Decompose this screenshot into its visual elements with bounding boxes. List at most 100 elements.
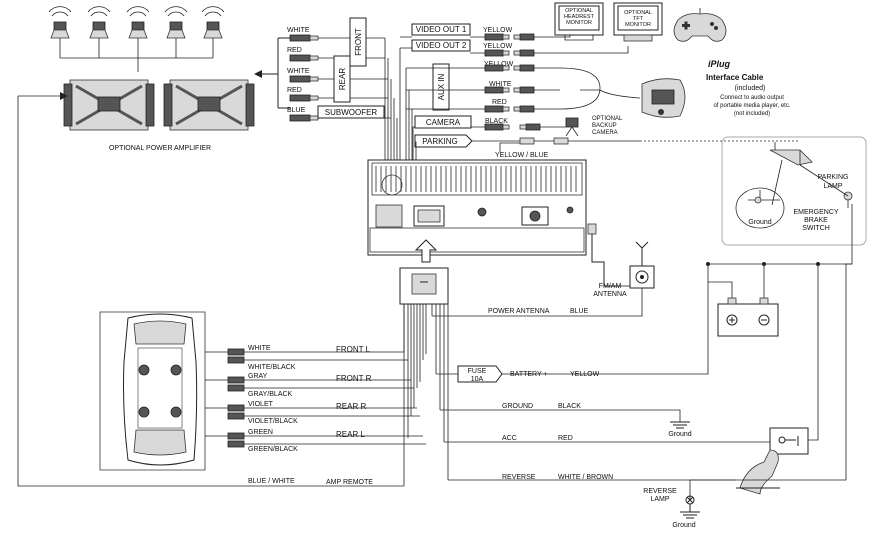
parking-label-box [414, 134, 473, 148]
reverse-color: WHITE / BROWN [558, 474, 613, 481]
svg-text:TFT: TFT [633, 16, 644, 22]
video-out-1-label: VIDEO OUT 1 [416, 25, 467, 34]
speaker-connectors [227, 348, 245, 448]
speaker-icon [87, 6, 111, 39]
video-out-1-color: YELLOW [483, 27, 513, 34]
video-out-2-box [411, 39, 471, 52]
parking-label: PARKING [422, 137, 457, 146]
car-top-view [99, 311, 206, 471]
parking-lamp-line: PARKING [818, 174, 849, 181]
preamp-wire-label: WHITE [287, 68, 310, 75]
svg-text:MONITOR: MONITOR [625, 22, 651, 28]
rear-label: REAR [338, 68, 347, 90]
battery-color: YELLOW [570, 371, 600, 378]
amp-remote-color: BLUE / WHITE [248, 478, 295, 485]
video-out-1-box [411, 23, 471, 36]
gamepad-icon [673, 8, 727, 42]
speaker-wire-neg: GRAY/BLACK [248, 391, 293, 398]
parking-ground-label: Ground [748, 219, 771, 226]
headrest-monitor: OPTIONAL HEADREST MONITOR [554, 2, 604, 41]
brake-switch-line: BRAKE [804, 217, 828, 224]
antenna-icon [629, 241, 655, 289]
front-right-speaker-icon [170, 364, 182, 376]
aux-wire-label: RED [492, 99, 507, 106]
reverse-lamp-line: REVERSE [643, 488, 677, 495]
svg-text:OPTIONAL: OPTIONAL [624, 10, 652, 16]
iplug-brand: iPlug [708, 59, 731, 69]
svg-text:MONITOR: MONITOR [566, 20, 592, 26]
camera-optional-line: BACKUP [592, 123, 617, 129]
interface-note-line: (not included) [734, 111, 770, 117]
preamp-wire-label: BLUE [287, 107, 306, 114]
front-label-box [349, 17, 367, 67]
fuse-line: 10A [471, 376, 484, 383]
speaker-icon [201, 6, 225, 39]
speaker-wire-pos: GRAY [248, 373, 268, 380]
acc-label: ACC [502, 435, 517, 442]
speaker-channel-label: REAR R [336, 402, 366, 411]
ignition-switch-icon [769, 427, 809, 455]
reverse-lamp-icon [680, 495, 700, 519]
power-antenna-label: POWER ANTENNA [488, 308, 550, 315]
camera-optional-line: CAMERA [592, 130, 618, 136]
video-out-2-color: YELLOW [483, 43, 513, 50]
preamp-rca-group: WHITE RED WHITE RED BLUE [287, 27, 310, 114]
ground-color: BLACK [558, 403, 581, 410]
acc-color: RED [558, 435, 573, 442]
power-amplifier-left [63, 79, 155, 131]
interface-note-line: of portable media player, etc. [713, 103, 790, 109]
speaker-wire-pos: WHITE [248, 345, 271, 352]
interface-cable-title: Interface Cable [706, 73, 764, 82]
external-speaker-icons [48, 6, 225, 39]
amplifier-caption: OPTIONAL POWER AMPLIFIER [109, 145, 211, 152]
speaker-channel-label: FRONT L [336, 345, 371, 354]
brake-switch-line: EMERGENCY [793, 209, 838, 216]
antenna-line: ANTENNA [593, 291, 627, 298]
front-label: FRONT [354, 28, 363, 56]
fuse-box [457, 365, 503, 383]
speaker-wire-neg: GREEN/BLACK [248, 446, 298, 453]
camera-color: BLACK [485, 118, 508, 125]
subwoofer-label: SUBWOOFER [325, 108, 378, 117]
speaker-channel-label: REAR L [336, 430, 365, 439]
reverse-lamp-line: LAMP [650, 496, 669, 503]
rear-label-box [333, 55, 351, 103]
preamp-wire-label: RED [287, 87, 302, 94]
svg-text:HEADREST: HEADREST [564, 14, 595, 20]
speaker-wire-pos: VIOLET [248, 401, 274, 408]
speaker-wire-neg: WHITE/BLACK [248, 364, 296, 371]
fuse-line: FUSE [468, 368, 487, 375]
interface-note-line: Connect to audio output [720, 95, 784, 101]
camera-label: CAMERA [426, 118, 461, 127]
parking-brake-panel [721, 136, 867, 246]
speaker-icon [48, 6, 72, 39]
backup-camera-icon [565, 117, 579, 137]
reverse-label: REVERSE [502, 474, 536, 481]
brake-switch-line: SWITCH [802, 225, 830, 232]
battery-label: BATTERY + [510, 371, 548, 378]
speaker-channel-label: FRONT R [336, 374, 372, 383]
front-left-speaker-icon [138, 364, 150, 376]
preamp-wire-label: WHITE [287, 27, 310, 34]
reverse-ground-label: Ground [672, 522, 695, 529]
power-amplifier-right [163, 79, 255, 131]
parking-wire-color: YELLOW / BLUE [495, 152, 549, 159]
iplug-adapter-icon [641, 78, 686, 118]
interface-cable-note: iPlug Interface Cable (included) Connect… [706, 59, 791, 117]
aux-in-label-box [432, 63, 450, 111]
tft-monitor: OPTIONAL TFT MONITOR [613, 2, 663, 42]
video-out-2-label: VIDEO OUT 2 [416, 41, 467, 50]
headrest-monitor-label: OPTIONAL [565, 8, 593, 14]
speaker-icon [126, 6, 150, 39]
aux-wire-label: YELLOW [484, 61, 514, 68]
subwoofer-label-box [317, 105, 385, 119]
interface-cable-included: (included) [735, 85, 766, 92]
aux-in-label: AUX IN [437, 73, 446, 100]
camera-optional-line: OPTIONAL [592, 116, 623, 122]
preamp-wire-label: RED [287, 47, 302, 54]
parking-brake-detail [735, 142, 813, 229]
power-antenna-color: BLUE [570, 308, 589, 315]
car-battery-icon [717, 297, 779, 337]
antenna-line: FM/AM [599, 283, 622, 290]
rear-right-speaker-icon [170, 406, 182, 418]
